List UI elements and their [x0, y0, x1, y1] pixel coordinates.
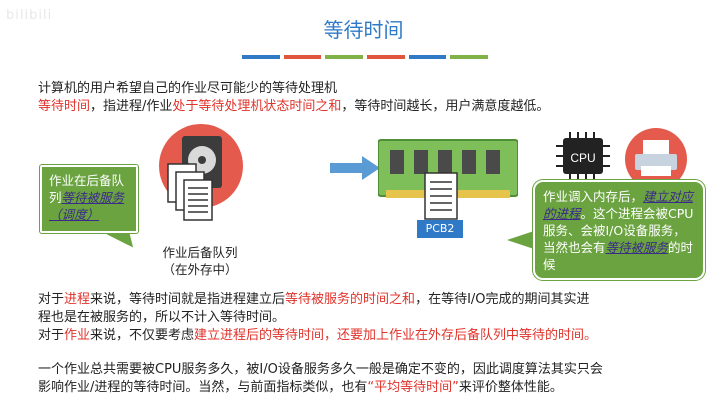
highlight: 等待被服务的时间之和 — [285, 292, 416, 307]
summary-line-2: 影响作业/进程的等待时间。当然，与前面指标类似，也有“平均等待时间”来评价整体性… — [38, 379, 563, 397]
backup-queue-label: 作业后备队列 （在外存中） — [150, 244, 250, 278]
printer-icon — [625, 128, 687, 190]
callout-emphasis: 建立对应的进程 — [543, 189, 694, 221]
cpu-label: CPU — [570, 151, 595, 165]
callout-text: 的时候 — [543, 240, 694, 272]
term-average-waiting-time: “平均等待时间” — [367, 380, 459, 395]
title-underline — [242, 55, 489, 59]
text: ，指进程/作业 — [90, 99, 173, 114]
callout-emphasis: 等待被服务（调度） — [49, 190, 125, 222]
callout-backup-queue: 作业在后备队列等待被服务（调度） — [40, 165, 138, 233]
definition-highlight: 处于等待处理机状态时间之和 — [172, 99, 342, 114]
summary-line-1: 一个作业总共需要被CPU服务多久，被I/O设备服务多久一般是确定不变的，因此调度… — [38, 362, 603, 377]
pcb-document-icon — [424, 172, 458, 220]
text: 来说，不仅要考虑 — [90, 328, 195, 343]
term-job: 作业 — [64, 328, 91, 343]
label-line: 作业后备队列 — [162, 245, 238, 260]
title-underline-segment — [450, 55, 489, 59]
text: ，等待时间越长，用户满意度越低。 — [341, 99, 550, 114]
intro-line-1: 计算机的用户希望自己的作业尽可能少的等待处理机 — [38, 81, 338, 96]
term-waiting-time: 等待时间 — [38, 99, 91, 114]
document-stack-icon — [167, 163, 213, 221]
process-line-2: 程也是在被服务的，所以不计入等待时间。 — [38, 310, 286, 325]
disk-queue-illustration — [159, 124, 243, 221]
title-underline-segment — [325, 55, 364, 59]
cpu-chip-icon: CPU — [556, 132, 610, 180]
callout-emphasis: 等待被服务 — [605, 240, 669, 255]
title-underline-segment — [242, 55, 280, 59]
text: 对于 — [38, 292, 65, 307]
highlight: 建立进程后的等待时间，还要加上作业在外存后备队列中等待的时间。 — [194, 328, 598, 343]
intro-line-2: 等待时间，指进程/作业处于等待处理机状态时间之和，等待时间越长，用户满意度越低。 — [38, 98, 549, 116]
title-underline-segment — [283, 55, 322, 59]
title-underline-segment — [408, 55, 447, 59]
callout-text: 。这个进程会被CPU服务、会被I/O设备服务，当然也会有 — [543, 206, 694, 255]
term-process: 进程 — [64, 292, 91, 307]
callout-memory-process: 作业调入内存后，建立对应的进程。这个进程会被CPU服务、会被I/O设备服务，当然… — [533, 180, 705, 280]
process-line-1: 对于进程来说，等待时间就是指进程建立后等待被服务的时间之和，在等待I/O完成的期… — [38, 291, 590, 309]
job-line: 对于作业来说，不仅要考虑建立进程后的等待时间，还要加上作业在外存后备队列中等待的… — [38, 327, 597, 345]
title-underline-segment — [367, 55, 405, 59]
text: 影响作业/进程的等待时间。当然，与前面指标类似，也有 — [38, 380, 368, 395]
bubble-tail — [507, 230, 537, 250]
text: 对于 — [38, 328, 65, 343]
pcb-label: PCB2 — [417, 220, 463, 238]
callout-text: 作业调入内存后， — [543, 189, 644, 204]
text: ，在等待I/O完成的期间其实进 — [415, 292, 590, 307]
callout-text: 作业在后备队列 — [49, 173, 125, 205]
watermark: bilibili — [6, 8, 53, 23]
arrow-right-icon — [330, 156, 380, 180]
text: 来评价整体性能。 — [458, 380, 563, 395]
text: 来说，等待时间就是指进程建立后 — [90, 292, 286, 307]
page-title: 等待时间 — [323, 18, 404, 42]
label-line: （在外存中） — [162, 262, 238, 277]
